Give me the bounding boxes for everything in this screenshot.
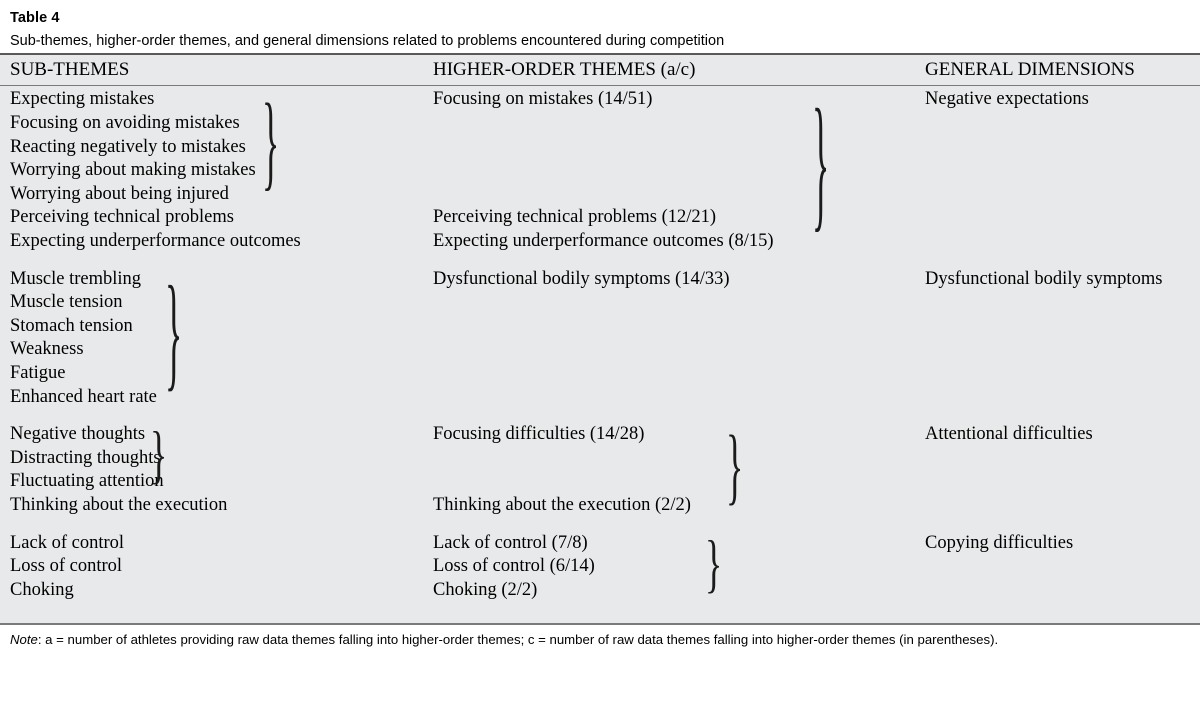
general-dimension-cell: Dysfunctional bodily symptoms bbox=[925, 268, 1163, 289]
table-note: Note: a = number of athletes providing r… bbox=[0, 624, 1200, 656]
higher-order-theme-cell: Lack of control (7/8) bbox=[433, 532, 588, 553]
higher-order-theme-cell: Expecting underperformance outcomes (8/1… bbox=[433, 230, 774, 251]
sub-theme-cell: Fatigue bbox=[10, 362, 66, 383]
sub-theme-cell: Expecting underperformance outcomes bbox=[10, 230, 301, 251]
general-dimension-cell: Negative expectations bbox=[925, 89, 1089, 110]
sub-theme-cell: Negative thoughts bbox=[10, 424, 146, 445]
sub-theme-cell: Fluctuating attention bbox=[10, 471, 164, 492]
grouping-brace-icon: } bbox=[726, 416, 744, 514]
table-number: Table 4 bbox=[10, 10, 60, 26]
sub-theme-cell: Choking bbox=[10, 579, 74, 600]
sub-theme-cell: Focusing on avoiding mistakes bbox=[10, 112, 240, 133]
sub-theme-cell: Perceiving technical problems bbox=[10, 207, 234, 228]
table-top-rule bbox=[0, 52, 1200, 55]
sub-theme-cell: Muscle trembling bbox=[10, 268, 142, 289]
sub-theme-cell: Reacting negatively to mistakes bbox=[10, 136, 246, 157]
table-title: Sub-themes, higher-order themes, and gen… bbox=[10, 32, 725, 49]
note-label: Note bbox=[10, 631, 38, 647]
sub-theme-cell: Distracting thoughts bbox=[10, 447, 161, 468]
sub-theme-cell: Weakness bbox=[10, 339, 84, 360]
grouping-brace-icon: } bbox=[812, 77, 830, 247]
table-caption: Table 4 Sub-themes, higher-order themes,… bbox=[0, 0, 1200, 53]
general-dimension-cell: Attentional difficulties bbox=[925, 424, 1093, 445]
sub-theme-cell: Loss of control bbox=[10, 556, 123, 577]
higher-order-theme-cell: Focusing difficulties (14/28) bbox=[433, 424, 645, 445]
note-text: : a = number of athletes providing raw d… bbox=[37, 631, 999, 647]
column-header-higher-order-themes: HIGHER-ORDER THEMES (a/c) bbox=[433, 58, 696, 80]
higher-order-theme-cell: Dysfunctional bodily symptoms (14/33) bbox=[433, 268, 730, 289]
sub-theme-cell: Worrying about making mistakes bbox=[10, 160, 256, 181]
column-header-sub-themes: SUB-THEMES bbox=[10, 58, 130, 80]
table-bottom-rule bbox=[0, 623, 1200, 625]
higher-order-theme-cell: Thinking about the execution (2/2) bbox=[433, 494, 691, 515]
sub-theme-cell: Lack of control bbox=[10, 532, 125, 553]
sub-theme-cell: Stomach tension bbox=[10, 315, 133, 336]
higher-order-theme-cell: Loss of control (6/14) bbox=[433, 556, 595, 577]
higher-order-theme-cell: Focusing on mistakes (14/51) bbox=[433, 89, 653, 110]
sub-theme-cell: Thinking about the execution bbox=[10, 494, 228, 515]
table-4: Table 4 Sub-themes, higher-order themes,… bbox=[0, 0, 1200, 656]
higher-order-theme-cell: Perceiving technical problems (12/21) bbox=[433, 207, 717, 228]
sub-theme-cell: Muscle tension bbox=[10, 292, 123, 313]
column-header-general-dimensions: GENERAL DIMENSIONS bbox=[925, 58, 1135, 80]
sub-theme-cell: Worrying about being injured bbox=[10, 183, 229, 204]
sub-theme-cell: Expecting mistakes bbox=[10, 89, 155, 110]
table-header-rule bbox=[0, 84, 1200, 87]
general-dimension-cell: Copying difficulties bbox=[925, 532, 1074, 553]
sub-theme-cell: Enhanced heart rate bbox=[10, 386, 157, 407]
higher-order-theme-cell: Choking (2/2) bbox=[433, 579, 538, 600]
table-header-row: SUB-THEMES HIGHER-ORDER THEMES (a/c) GEN… bbox=[0, 54, 1200, 85]
